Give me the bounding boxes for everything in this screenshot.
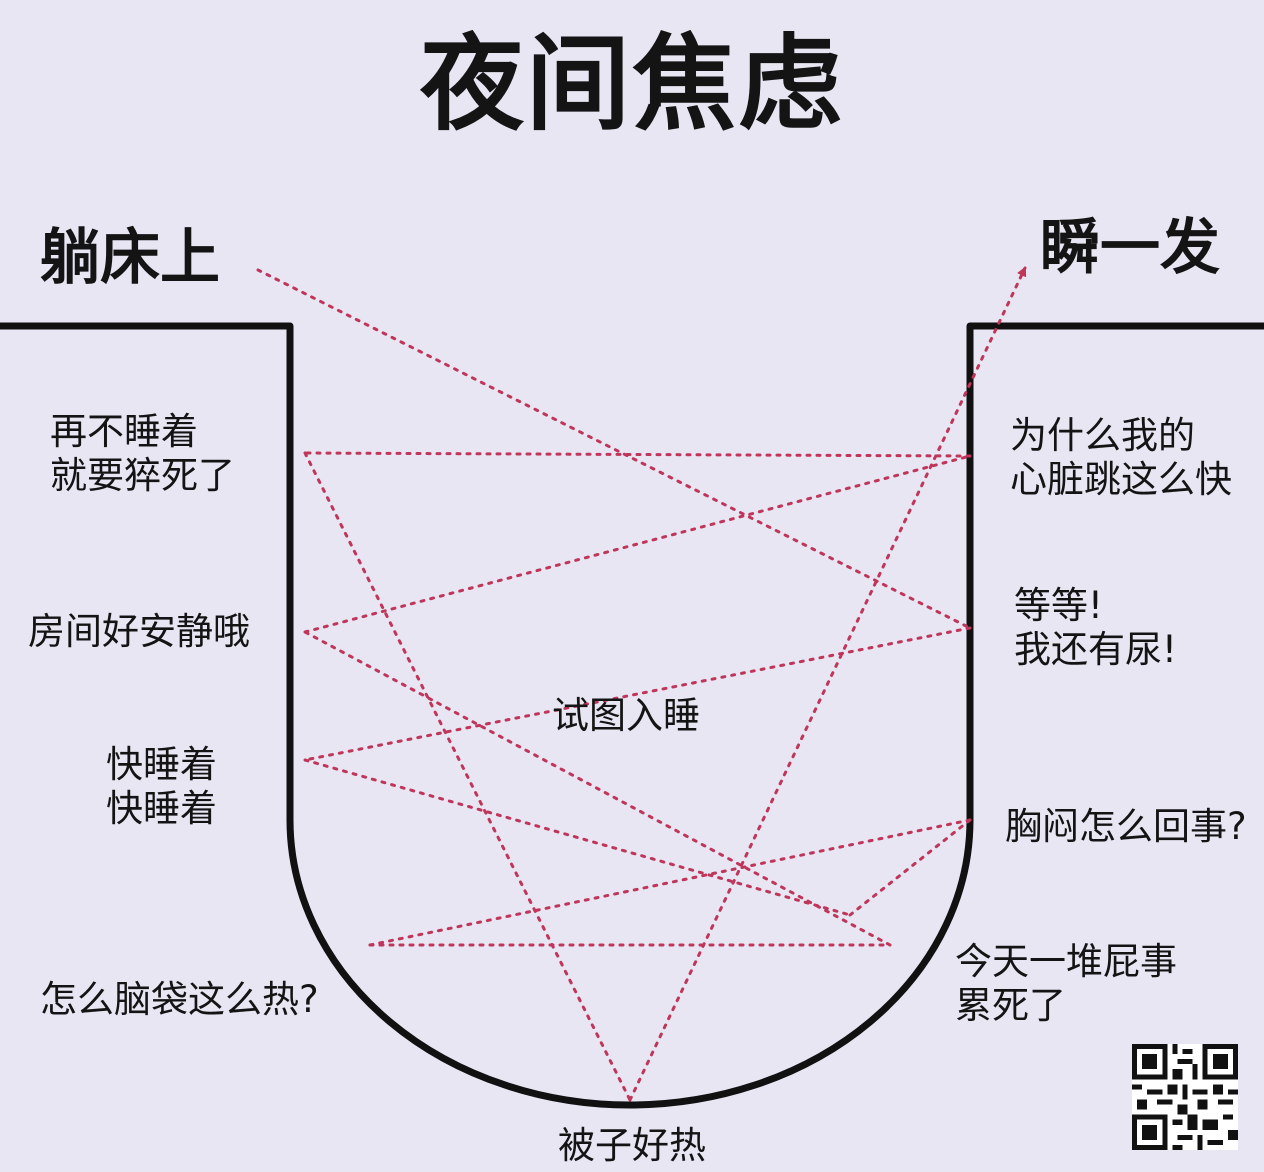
- bottom-label: 被子好热: [558, 1124, 706, 1167]
- left-label-3: 快睡着 快睡着: [106, 743, 217, 831]
- path-segment: [303, 626, 972, 762]
- path-segment: [628, 266, 1027, 1102]
- path-segment: [303, 630, 892, 947]
- path-segment: [303, 454, 972, 634]
- left-label-4: 怎么脑袋这么热?: [40, 978, 319, 1021]
- right-label-2: 等等! 我还有尿!: [1014, 584, 1177, 672]
- path-segment: [256, 268, 972, 630]
- diagram-title: 夜间焦虑: [419, 23, 844, 145]
- start-label: 躺床上: [40, 223, 220, 293]
- path-segment: [303, 451, 972, 458]
- left-label-2: 房间好安静哦: [28, 610, 250, 653]
- path-segment: [303, 758, 852, 917]
- path-segment: [368, 818, 972, 947]
- path-segment: [303, 451, 632, 1102]
- qr-code-image: [1132, 1044, 1238, 1150]
- center-label: 试图入睡: [552, 694, 700, 737]
- right-label-1: 为什么我的 心脏跳这么快: [1010, 414, 1232, 502]
- right-label-3: 胸闷怎么回事?: [1005, 805, 1247, 848]
- left-label-1: 再不睡着 就要猝死了: [50, 410, 235, 498]
- u-shape-outline: [0, 322, 1264, 1109]
- thought-path: [256, 266, 1027, 1102]
- path-segment: [848, 818, 972, 917]
- end-label: 瞬一发: [1040, 213, 1220, 283]
- right-label-4: 今天一堆屁事 累死了: [955, 940, 1177, 1028]
